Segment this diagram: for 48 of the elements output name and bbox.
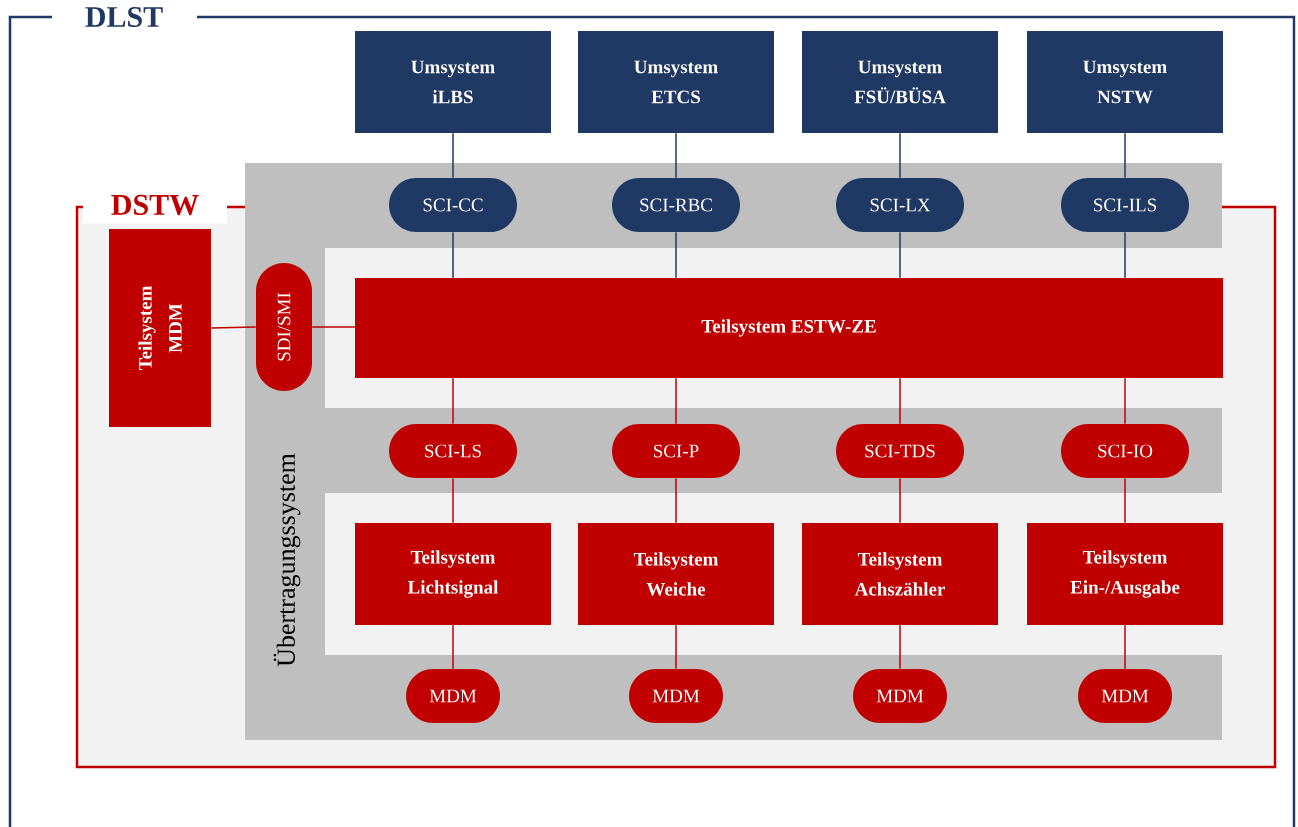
interface-pill: SCI-CC	[389, 178, 517, 232]
interface-pill: SCI-IO	[1061, 424, 1189, 478]
interface-pill: SDI/SMI	[256, 263, 312, 391]
connector-line	[1124, 377, 1126, 425]
system-box: Umsystem iLBS	[355, 31, 551, 133]
connector-line	[675, 624, 677, 670]
connector-line	[675, 231, 677, 279]
interface-pill: MDM	[1078, 669, 1172, 723]
connector-line	[1124, 624, 1126, 670]
connector-line	[452, 377, 454, 425]
connector-line	[899, 132, 901, 179]
system-box: Teilsystem Ein-/Ausgabe	[1027, 523, 1223, 625]
frame-title: DSTW	[83, 186, 227, 224]
connector-line	[1124, 132, 1126, 179]
connector-line	[311, 326, 356, 328]
system-box: Teilsystem ESTW-ZE	[355, 278, 1223, 378]
interface-pill: SCI-ILS	[1061, 178, 1189, 232]
connector-line	[210, 326, 257, 329]
interface-pill: SCI-P	[612, 424, 740, 478]
band-label: Übertragungssystem	[273, 453, 301, 667]
interface-pill: SCI-LS	[389, 424, 517, 478]
interface-pill: MDM	[406, 669, 500, 723]
connector-line	[1124, 477, 1126, 524]
connector-line	[452, 477, 454, 524]
interface-pill: SCI-LX	[836, 178, 964, 232]
system-box: Umsystem FSÜ/BÜSA	[802, 31, 998, 133]
frame-title: DLST	[76, 3, 172, 31]
system-box: Teilsystem Achszähler	[802, 523, 998, 625]
interface-pill: MDM	[629, 669, 723, 723]
system-box: Umsystem ETCS	[578, 31, 774, 133]
connector-line	[899, 477, 901, 524]
interface-pill: MDM	[853, 669, 947, 723]
system-box: Umsystem NSTW	[1027, 31, 1223, 133]
connector-line	[675, 132, 677, 179]
connector-line	[675, 477, 677, 524]
interface-pill: SCI-TDS	[836, 424, 964, 478]
connector-line	[452, 132, 454, 179]
connector-line	[899, 231, 901, 279]
system-box: Teilsystem MDM	[109, 229, 211, 427]
interface-pill: SCI-RBC	[612, 178, 740, 232]
connector-line	[675, 377, 677, 425]
system-box: Teilsystem Lichtsignal	[355, 523, 551, 625]
connector-line	[899, 377, 901, 425]
connector-line	[452, 624, 454, 670]
connector-line	[899, 624, 901, 670]
connector-line	[452, 231, 454, 279]
connector-line	[1124, 231, 1126, 279]
system-box: Teilsystem Weiche	[578, 523, 774, 625]
